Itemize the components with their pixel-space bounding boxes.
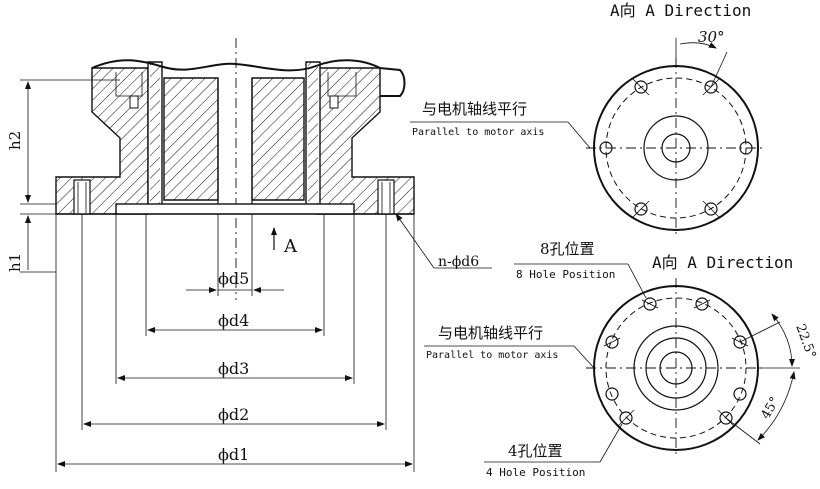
section-view: h2 h1 ϕd1 ϕd2 ϕd3 ϕd4 ϕd5 A n-ϕd6	[6, 38, 492, 472]
right-key	[329, 95, 339, 109]
view-top: A向 A Direction 30° 与电机轴线平行 Parallel to m…	[410, 1, 766, 238]
d4-label: ϕd4	[218, 311, 249, 330]
shaft-left-section	[163, 77, 219, 201]
left-bolt-hole	[73, 179, 91, 215]
bottom-angle-b: 45°	[758, 395, 783, 422]
hole-callout: n-ϕd6	[438, 254, 479, 270]
left-recess	[115, 72, 143, 97]
hole8-en: 8 Hole Position	[516, 268, 615, 281]
hole4-cn: 4孔位置	[508, 442, 563, 460]
left-flange-section	[55, 67, 149, 215]
top-parallel-cn: 与电机轴线平行	[422, 100, 527, 118]
h1-label: h1	[6, 253, 24, 272]
bottom-parallel-en: Parallel to motor axis	[426, 350, 558, 361]
bottom-parallel-cn: 与电机轴线平行	[438, 324, 543, 342]
top-parallel-en: Parallel to motor axis	[412, 127, 544, 138]
top-angle-label: 30°	[698, 28, 725, 46]
d2-label: ϕd2	[218, 405, 249, 424]
view-top-title: A向 A Direction	[610, 1, 751, 20]
d1-label: ϕd1	[218, 445, 249, 464]
left-key	[129, 95, 139, 109]
view-bottom: A向 A Direction 22.5° 45° 8孔位置 8 Hole Pos…	[424, 240, 818, 479]
right-bolt-hole	[377, 179, 395, 215]
view-arrow-label: A	[283, 236, 298, 257]
hole8-cn: 8孔位置	[540, 240, 595, 258]
h2-label: h2	[6, 131, 24, 150]
view-bottom-title: A向 A Direction	[652, 253, 793, 272]
hole4-en: 4 Hole Position	[486, 466, 585, 479]
d3-label: ϕd3	[218, 359, 249, 378]
top-outline	[91, 59, 406, 97]
right-flange-section	[315, 67, 415, 215]
d5-label: ϕd5	[218, 269, 249, 288]
right-recess	[327, 72, 357, 97]
top-holes	[599, 78, 753, 218]
bottom-angle-a: 22.5°	[792, 322, 818, 360]
pilot-boss	[115, 203, 355, 215]
shaft-right-section	[251, 77, 305, 201]
